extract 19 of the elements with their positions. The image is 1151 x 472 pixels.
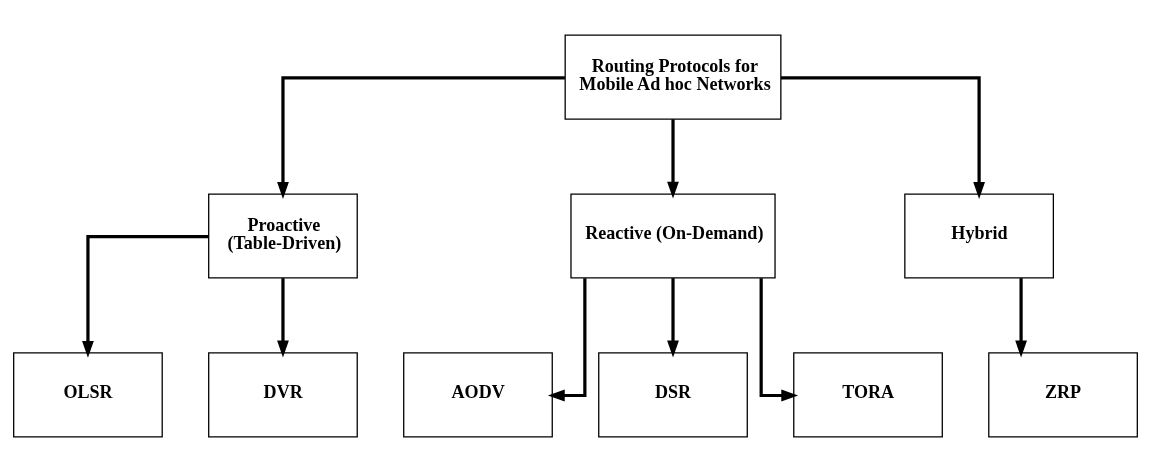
arrow (1015, 278, 1027, 358)
node-box: AODV (403, 352, 553, 438)
node-box: DVR (208, 352, 358, 438)
node-box: TORA (793, 352, 943, 438)
node-box: Routing Protocols for Mobile Ad hoc Networks (564, 34, 782, 120)
node-box: ZRP (988, 352, 1138, 438)
arrow (667, 278, 679, 358)
arrow (547, 278, 587, 402)
arrow (759, 278, 799, 402)
arrow (277, 278, 289, 358)
node-box: Hybrid (904, 193, 1054, 279)
arrow (277, 76, 565, 199)
arrow (82, 235, 209, 358)
arrow (780, 76, 985, 199)
node-box: DSR (598, 352, 748, 438)
node-box: Reactive (On-Demand) (570, 193, 776, 279)
arrow (667, 119, 679, 199)
node-box: Proactive (Table-Driven) (208, 193, 358, 279)
node-box: OLSR (13, 352, 163, 438)
